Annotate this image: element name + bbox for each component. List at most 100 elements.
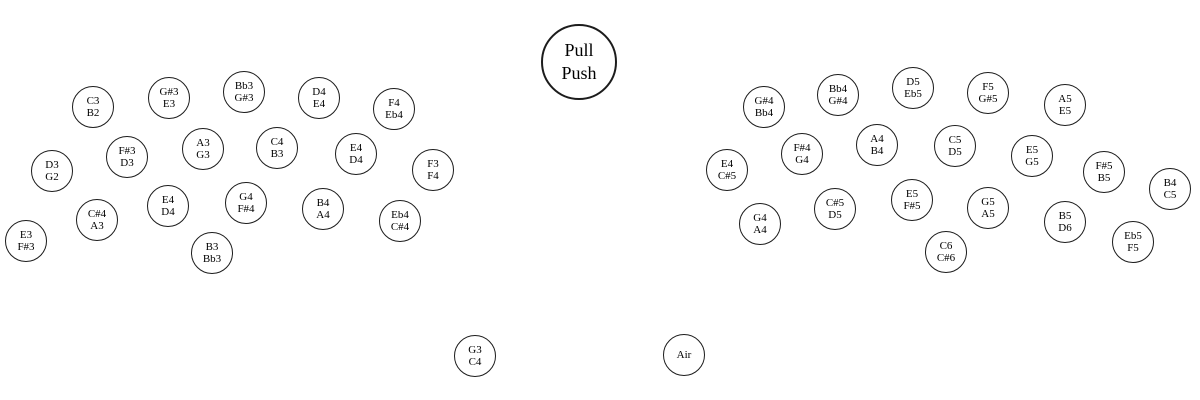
pull-note-label: C6 — [939, 240, 953, 252]
pull-note-label: D5 — [906, 76, 920, 88]
pull-note-label: C3 — [86, 95, 100, 107]
air-button: Air — [663, 334, 705, 376]
pull-note-label: E4 — [349, 142, 363, 154]
push-note-label: F#4 — [237, 203, 255, 215]
push-note-label: Bb3 — [202, 253, 222, 265]
push-note-label: A4 — [753, 224, 767, 236]
push-note-label: B2 — [86, 107, 100, 119]
push-note-label: B4 — [870, 145, 884, 157]
pull-note-label: C5 — [948, 134, 962, 146]
pull-note-label: E4 — [161, 194, 175, 206]
push-note-label: Bb4 — [754, 107, 774, 119]
push-note-label: C#6 — [936, 252, 956, 264]
push-note-label: D5 — [948, 146, 962, 158]
push-note-label: E3 — [162, 98, 176, 110]
push-note-label: Eb4 — [385, 109, 403, 121]
pull-note-label: A5 — [1058, 93, 1072, 105]
pull-note-label: E5 — [1025, 144, 1039, 156]
pull-note-label: Eb4 — [391, 209, 409, 221]
pull-note-label: B4 — [316, 197, 330, 209]
pull-note-label: Bb3 — [234, 80, 254, 92]
pull-note-label: E4 — [720, 158, 734, 170]
push-note-label: D6 — [1058, 222, 1072, 234]
push-note-label: G2 — [45, 171, 59, 183]
push-note-label: G3 — [196, 149, 210, 161]
pull-note-label: E5 — [905, 188, 919, 200]
push-note-label: C5 — [1163, 189, 1177, 201]
push-note-label: D3 — [120, 157, 134, 169]
push-note-label: E4 — [312, 98, 326, 110]
pull-note-label: E3 — [19, 229, 33, 241]
push-note-label: G#5 — [978, 93, 998, 105]
pull-note-label: F#5 — [1095, 160, 1113, 172]
pull-note-label: G#4 — [754, 95, 774, 107]
pull-note-label: G#3 — [159, 86, 179, 98]
pull-note-label: B3 — [205, 241, 219, 253]
push-note-label: D4 — [349, 154, 363, 166]
push-note-label: D4 — [161, 206, 175, 218]
legend-push-label: Push — [561, 63, 597, 83]
push-note-label: D5 — [828, 209, 842, 221]
pull-note-label: F#3 — [118, 145, 136, 157]
pull-note-label: F#4 — [793, 142, 811, 154]
push-note-label: F#3 — [17, 241, 35, 253]
push-note-label: C4 — [468, 356, 482, 368]
push-note-label: A3 — [90, 220, 104, 232]
push-note-label: F5 — [1127, 242, 1139, 254]
push-note-label: B5 — [1097, 172, 1111, 184]
push-note-label: G#3 — [234, 92, 254, 104]
pull-push-legend: Pull Push — [541, 24, 617, 100]
pull-note-label: G3 — [468, 344, 482, 356]
push-note-label: F#5 — [903, 200, 921, 212]
air-button-label: Air — [676, 349, 692, 361]
push-note-label: B3 — [270, 148, 284, 160]
legend-pull-label: Pull — [564, 40, 594, 60]
pull-note-label: D3 — [45, 159, 59, 171]
pull-note-label: F4 — [388, 97, 400, 109]
pull-note-label: B4 — [1163, 177, 1177, 189]
pull-note-label: C#4 — [87, 208, 107, 220]
push-note-label: G#4 — [828, 95, 848, 107]
pull-note-label: G5 — [981, 196, 995, 208]
pull-note-label: B5 — [1058, 210, 1072, 222]
push-note-label: C#5 — [717, 170, 737, 182]
